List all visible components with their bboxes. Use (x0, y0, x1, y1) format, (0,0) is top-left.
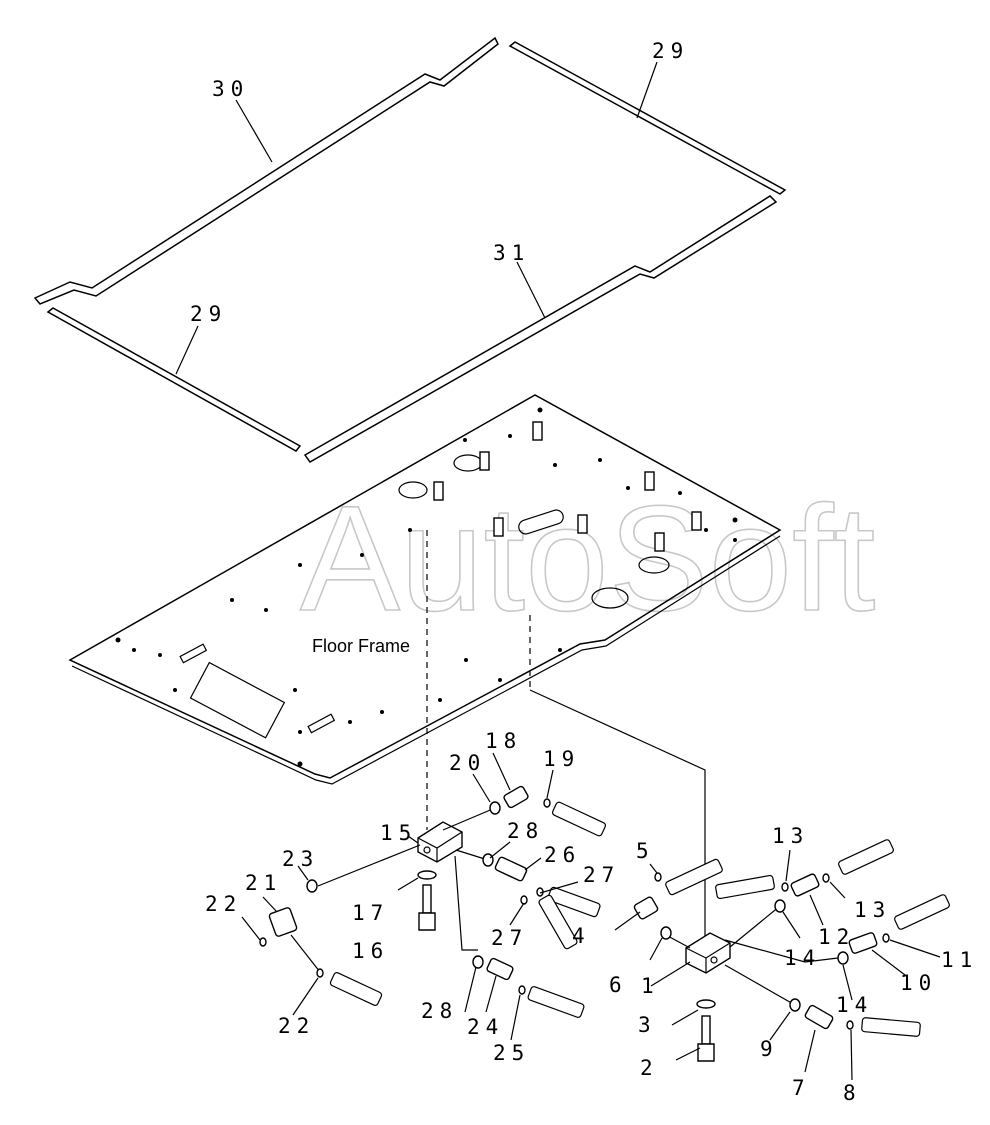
callout-28-bottom: 28 (421, 999, 458, 1023)
watermark: AutoSoft (300, 474, 875, 642)
callout-16: 16 (352, 939, 389, 963)
fitting-10 (848, 932, 878, 954)
callout-18: 18 (485, 729, 522, 753)
callout-28-top: 28 (507, 819, 544, 843)
callout-12: 12 (818, 925, 855, 949)
callout-6: 6 (609, 973, 628, 997)
seal-strip-29-left (46, 307, 302, 452)
bolt-2 (696, 999, 716, 1062)
caption-floor-frame: Floor Frame (312, 636, 410, 656)
fitting-26 (494, 856, 528, 882)
callout-9: 9 (760, 1037, 779, 1061)
callout-24: 24 (467, 1015, 504, 1039)
callout-27-right: 27 (583, 863, 620, 887)
fitting-18 (503, 785, 529, 809)
callout-22-left: 22 (205, 892, 242, 916)
callout-25: 25 (493, 1041, 530, 1065)
callout-29-top: 29 (652, 39, 689, 63)
manifold-block-1 (685, 932, 731, 974)
seal-strip-31 (303, 195, 778, 463)
callout-26: 26 (544, 843, 581, 867)
callout-27-mid: 27 (491, 926, 528, 950)
callout-13-right: 13 (854, 898, 891, 922)
o-rings (259, 798, 890, 1030)
fitting-21 (268, 907, 298, 937)
bolt-16 (417, 870, 437, 931)
seal-strip-30 (33, 36, 499, 305)
callout-17: 17 (352, 901, 389, 925)
callout-22-bottom: 22 (278, 1014, 315, 1038)
hoses (329, 801, 950, 1037)
callout-5: 5 (636, 839, 655, 863)
fitting-4 (633, 896, 659, 920)
callout-14-bottom: 14 (836, 993, 873, 1017)
leader-lines (175, 61, 941, 1081)
fitting-24 (486, 957, 514, 981)
callout-4: 4 (572, 924, 591, 948)
callout-14-top: 14 (784, 946, 821, 970)
callout-13-top: 13 (772, 824, 809, 848)
callout-1: 1 (641, 974, 660, 998)
mount-leader-right (529, 689, 706, 948)
manifold-block-15 (417, 821, 463, 863)
callout-15: 15 (380, 821, 417, 845)
floor-frame-plate (68, 394, 782, 785)
callout-19: 19 (543, 747, 580, 771)
seal-strip-29-top (508, 41, 787, 195)
callout-7: 7 (792, 1076, 811, 1100)
callout-31: 31 (493, 241, 530, 265)
fitting-12 (790, 873, 820, 897)
callout-10: 10 (900, 971, 937, 995)
callout-21: 21 (245, 871, 282, 895)
callout-30: 30 (212, 77, 249, 101)
callout-11: 11 (941, 948, 978, 972)
callout-3: 3 (638, 1013, 657, 1037)
callout-20: 20 (449, 751, 486, 775)
callout-2: 2 (640, 1056, 659, 1080)
callout-8: 8 (843, 1081, 862, 1105)
callout-23: 23 (282, 847, 319, 871)
callout-29-left: 29 (190, 302, 227, 326)
fitting-7 (804, 1004, 834, 1030)
